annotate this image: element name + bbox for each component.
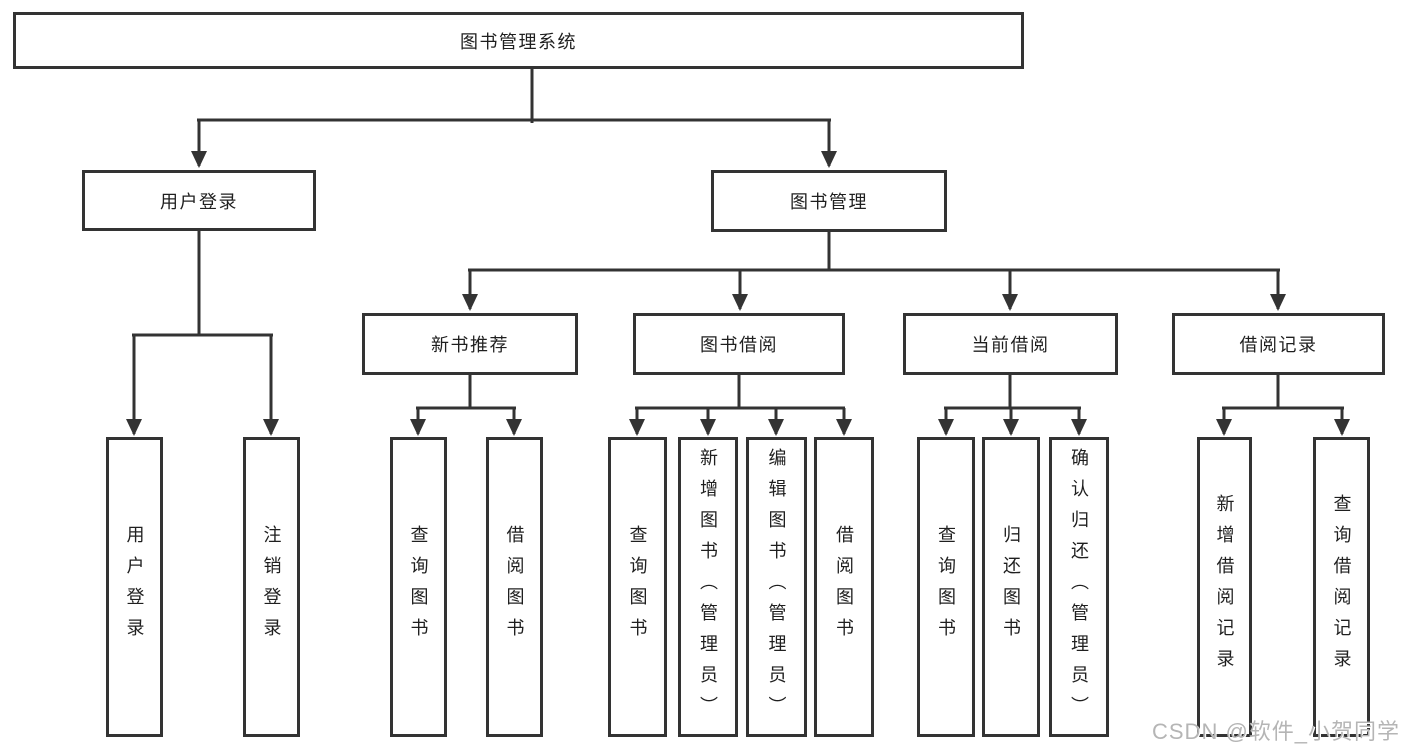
node-label: 查询图书 — [627, 525, 648, 649]
node-book-borrowing: 图书借阅 — [633, 313, 845, 375]
node-query-books-current: 查询图书 — [917, 437, 975, 737]
node-user-login: 用户登录 — [82, 170, 316, 231]
node-confirm-return-admin: 确认归还（管理员） — [1049, 437, 1109, 737]
node-borrow-books-leaf: 借阅图书 — [814, 437, 874, 737]
node-label: 当前借阅 — [971, 335, 1050, 355]
node-borrow-records: 借阅记录 — [1172, 313, 1385, 375]
node-label: 查询借阅记录 — [1331, 494, 1352, 680]
node-label: 注销登录 — [261, 525, 282, 649]
node-book-management: 图书管理 — [711, 170, 947, 232]
node-logout: 注销登录 — [243, 437, 300, 737]
node-label: 新增借阅记录 — [1214, 494, 1235, 680]
node-label: 查询图书 — [408, 525, 429, 649]
node-current-borrowing: 当前借阅 — [903, 313, 1118, 375]
node-label: 借阅记录 — [1239, 335, 1318, 355]
node-query-books-recommend: 查询图书 — [390, 437, 447, 737]
node-label: 归还图书 — [1001, 525, 1021, 649]
node-label: 图书管理系统 — [460, 31, 577, 52]
node-label: 图书借阅 — [700, 335, 778, 355]
node-label: 新增图书（管理员） — [698, 447, 718, 727]
node-add-book-admin: 新增图书（管理员） — [678, 437, 738, 737]
node-label: 借阅图书 — [834, 525, 854, 649]
node-label: 确认归还（管理员） — [1069, 447, 1089, 727]
node-borrow-books-recommend: 借阅图书 — [486, 437, 543, 737]
node-label: 图书管理 — [790, 192, 868, 212]
node-query-borrow-record: 查询借阅记录 — [1313, 437, 1370, 737]
node-add-borrow-record: 新增借阅记录 — [1197, 437, 1252, 737]
node-return-books: 归还图书 — [982, 437, 1040, 737]
node-library-system: 图书管理系统 — [13, 12, 1024, 69]
node-query-books-borrowing: 查询图书 — [608, 437, 667, 737]
node-label: 用户登录 — [160, 191, 238, 212]
node-label: 借阅图书 — [504, 525, 525, 649]
node-label: 用户登录 — [124, 525, 145, 649]
node-label: 新书推荐 — [431, 335, 509, 355]
node-edit-book-admin: 编辑图书（管理员） — [746, 437, 807, 737]
node-label: 查询图书 — [936, 525, 956, 649]
node-label: 编辑图书（管理员） — [766, 447, 787, 727]
node-user-login-leaf: 用户登录 — [106, 437, 163, 737]
node-new-book-recommend: 新书推荐 — [362, 313, 578, 375]
csdn-watermark: CSDN @软件_小贺同学 — [1152, 719, 1401, 744]
